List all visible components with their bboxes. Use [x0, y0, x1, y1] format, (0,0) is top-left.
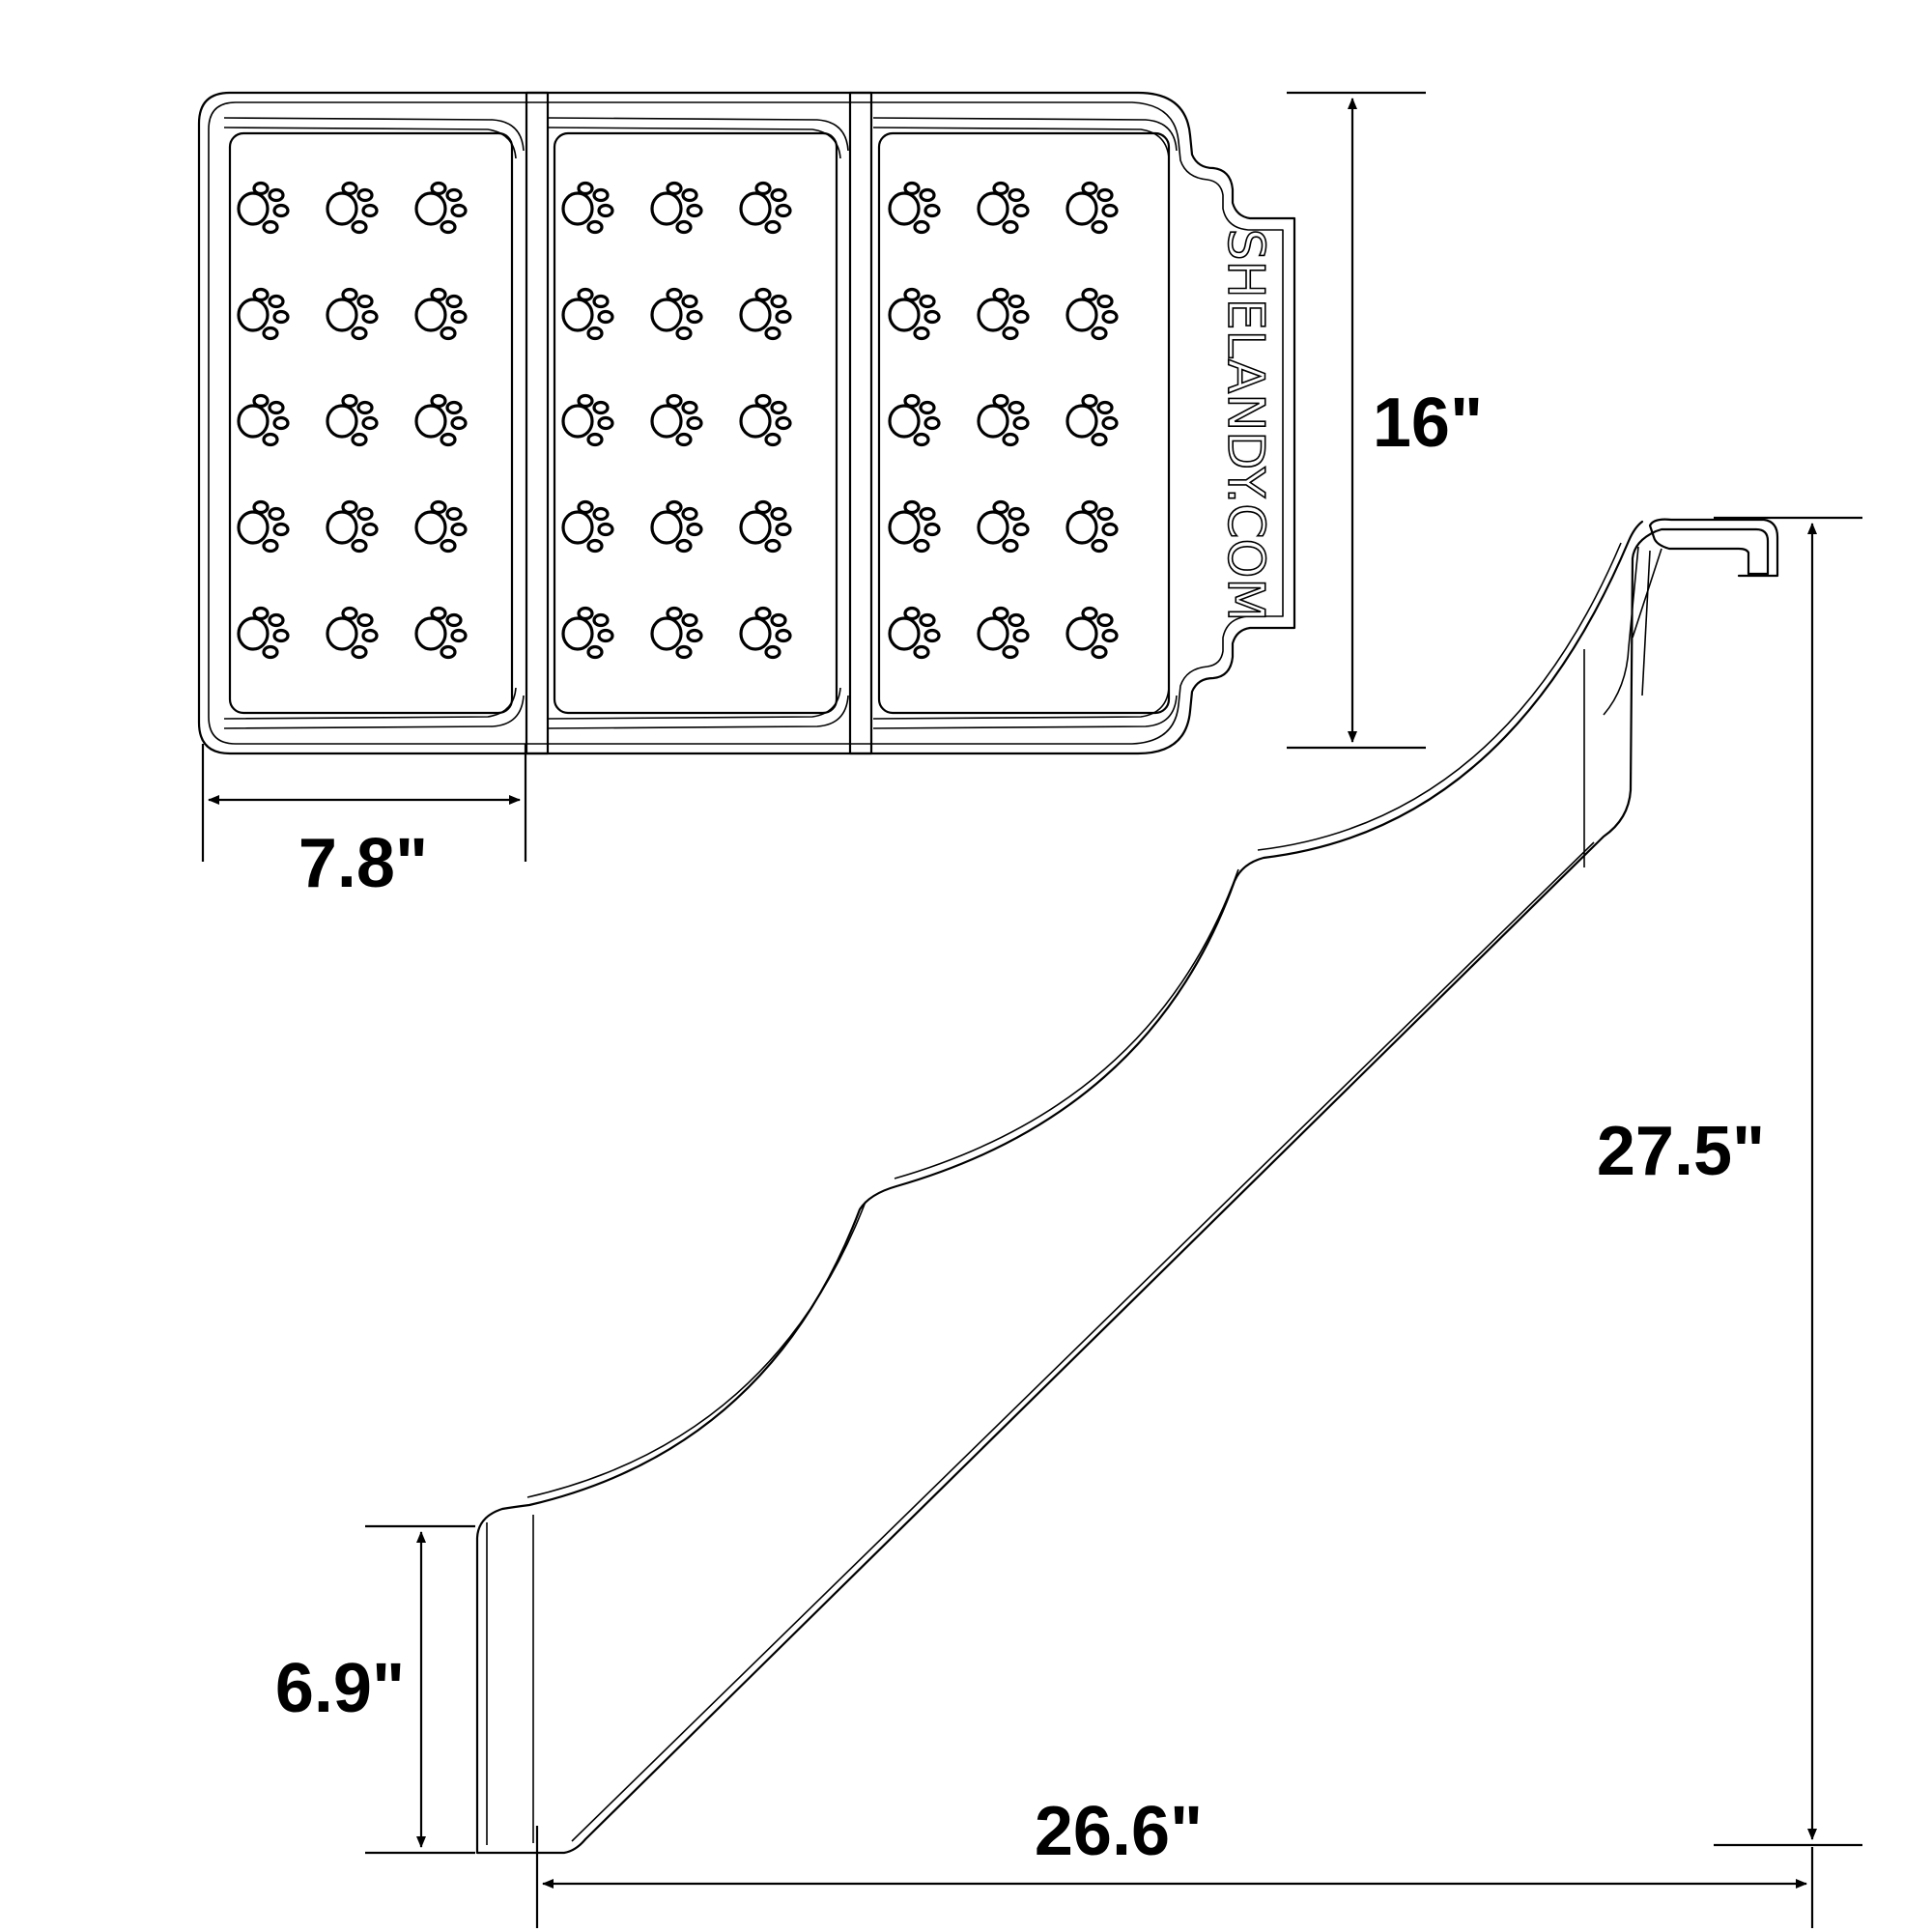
- hinge-2: [848, 91, 873, 755]
- paw-print-icon: [650, 606, 703, 660]
- paw-print-icon: [1065, 499, 1119, 554]
- paw-print-icon: [561, 393, 614, 447]
- paw-print-icon: [1065, 393, 1119, 447]
- paw-print-icon: [326, 606, 379, 660]
- dimension-total-length: 26.6": [535, 1793, 1814, 1928]
- paw-print-icon: [739, 393, 792, 447]
- paw-print-icon: [414, 499, 468, 554]
- paw-print-icon: [739, 499, 792, 554]
- paw-print-icon: [650, 181, 703, 235]
- paw-print-icon: [650, 499, 703, 554]
- dimension-total-height: 27.5": [1597, 516, 1862, 1847]
- paw-print-icon: [237, 181, 290, 235]
- paw-print-icon: [739, 181, 792, 235]
- paw-print-icon: [888, 606, 941, 660]
- paw-print-icon: [888, 393, 941, 447]
- brand-text: SHELANDY.COM: [1216, 229, 1274, 622]
- paw-print-icon: [561, 499, 614, 554]
- steps-top-view: SHELANDY.COM: [197, 91, 1296, 755]
- stairs-profile-outer: [475, 518, 1779, 1855]
- paw-print-icon: [888, 181, 941, 235]
- paw-print-icon: [977, 606, 1030, 660]
- paw-print-icon: [414, 181, 468, 235]
- paw-print-icon: [977, 287, 1030, 341]
- paw-print-icon: [650, 287, 703, 341]
- paw-print-icon: [326, 499, 379, 554]
- paw-print-icon: [977, 499, 1030, 554]
- step-depth-label: 7.8": [298, 825, 428, 902]
- step-panel-2: [548, 117, 849, 729]
- total-length-label: 26.6": [1035, 1793, 1203, 1870]
- total-height-label: 27.5": [1597, 1113, 1765, 1190]
- step-panel-3: [872, 117, 1178, 729]
- paw-print-icon: [888, 499, 941, 554]
- paw-print-icon: [977, 393, 1030, 447]
- steps-inner-outline: [208, 101, 1284, 745]
- paw-print-icon: [237, 499, 290, 554]
- paw-print-icon: [561, 181, 614, 235]
- paw-print-icon: [414, 393, 468, 447]
- paw-print-pattern: [237, 181, 1119, 660]
- paw-print-icon: [561, 606, 614, 660]
- paw-print-icon: [326, 393, 379, 447]
- dimension-step-width: 16": [1287, 91, 1483, 750]
- paw-print-icon: [237, 287, 290, 341]
- paw-print-icon: [977, 181, 1030, 235]
- paw-print-icon: [326, 287, 379, 341]
- paw-print-icon: [1065, 287, 1119, 341]
- paw-print-icon: [650, 393, 703, 447]
- paw-print-icon: [414, 606, 468, 660]
- dimension-bottom-height: 6.9": [275, 1524, 475, 1855]
- paw-print-icon: [414, 287, 468, 341]
- dimension-step-depth: 7.8": [201, 744, 527, 902]
- paw-print-icon: [237, 606, 290, 660]
- paw-print-icon: [1065, 181, 1119, 235]
- paw-print-icon: [739, 606, 792, 660]
- stairs-side-view: [475, 518, 1779, 1855]
- paw-print-icon: [739, 287, 792, 341]
- paw-print-icon: [1065, 606, 1119, 660]
- paw-print-icon: [237, 393, 290, 447]
- hinge-1: [525, 91, 550, 755]
- paw-print-icon: [888, 287, 941, 341]
- step-panel-1: [223, 117, 525, 729]
- bottom-height-label: 6.9": [275, 1650, 405, 1727]
- paw-print-icon: [561, 287, 614, 341]
- steps-outline: [197, 91, 1296, 755]
- step-width-label: 16": [1373, 384, 1483, 462]
- paw-print-icon: [326, 181, 379, 235]
